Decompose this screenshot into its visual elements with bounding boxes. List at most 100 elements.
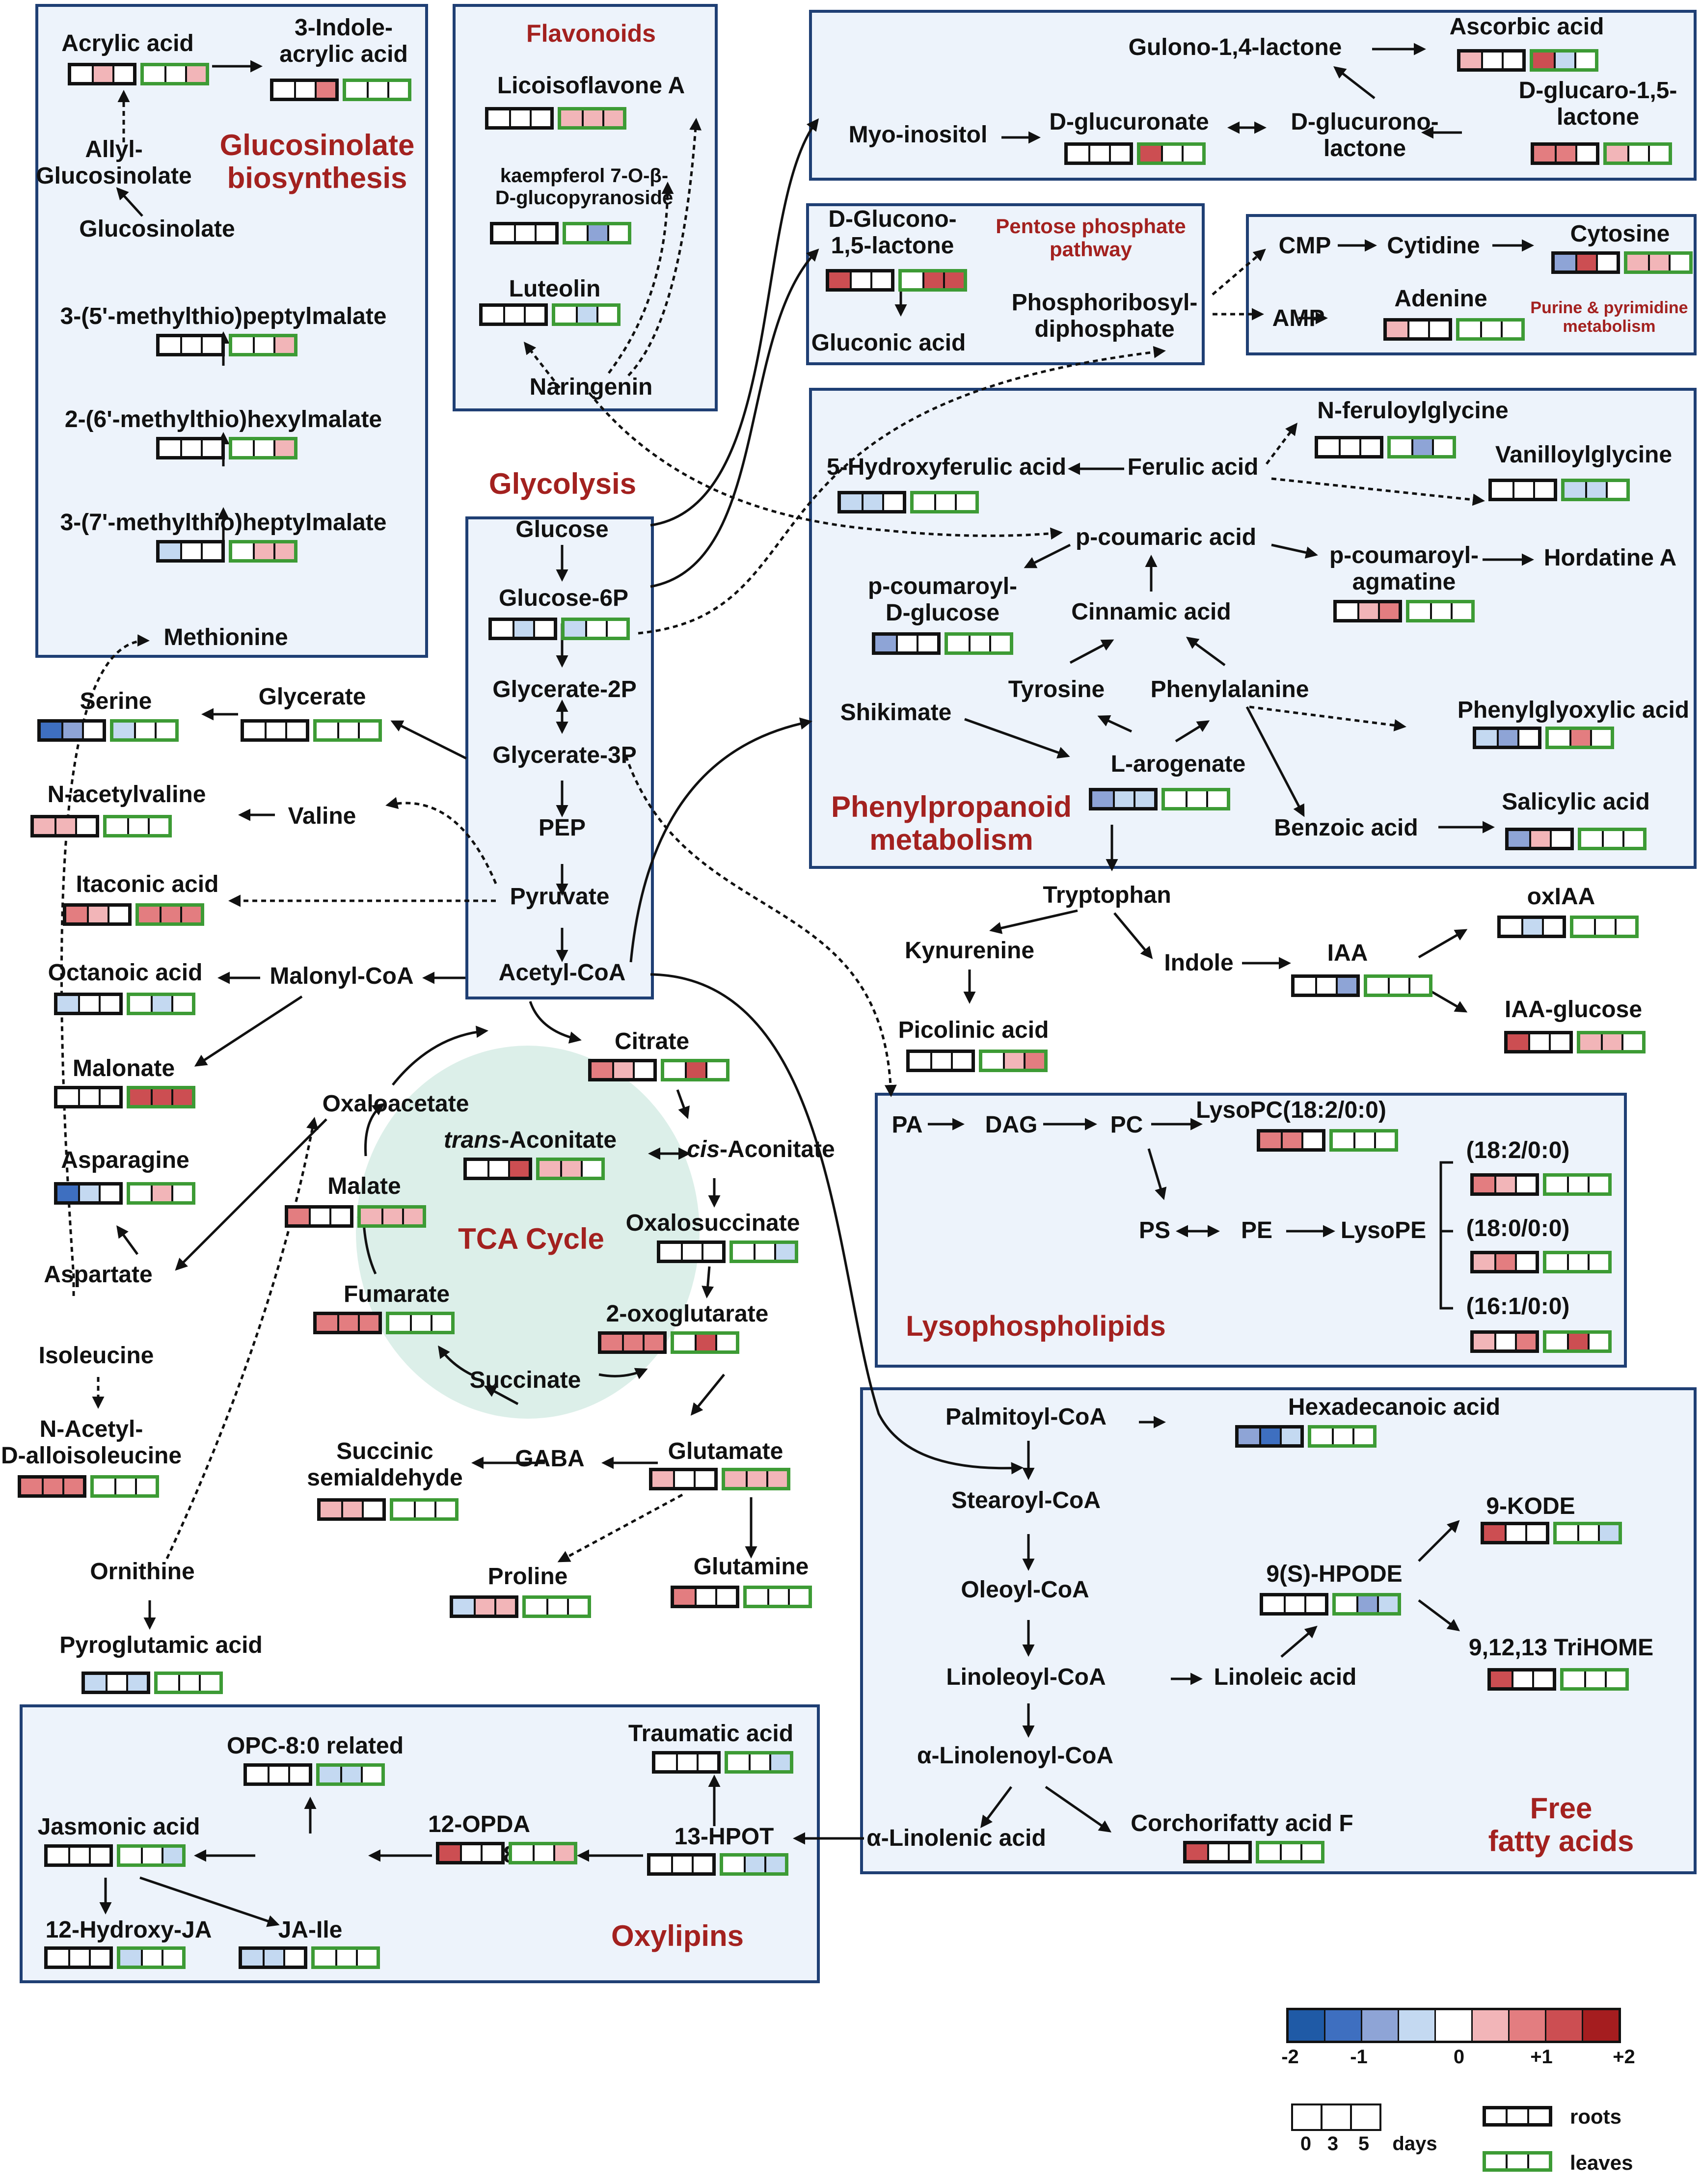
heatmap-cell xyxy=(870,272,891,288)
heatmap-roots xyxy=(652,1751,721,1774)
heatmap-cell xyxy=(139,907,160,922)
heatmap-cell xyxy=(244,723,265,738)
heatmap-cell xyxy=(660,1244,681,1260)
heatmap-leaves xyxy=(509,1842,577,1864)
metabolite-nacetylvaline: N-acetylvaline xyxy=(47,782,206,808)
heatmap-cell xyxy=(185,66,206,82)
heatmap-leaves xyxy=(563,222,631,244)
metabolite-glucose: Glucose xyxy=(515,516,609,542)
metabolite-acetylcoa: Acetyl-CoA xyxy=(498,960,626,986)
heatmap-cell xyxy=(526,1599,546,1615)
heatmap-roots xyxy=(44,1844,113,1867)
heatmap-cell xyxy=(341,1502,362,1517)
heatmap-indoleacrylic xyxy=(270,79,411,101)
heatmap-lpe180 xyxy=(1470,1251,1612,1273)
heatmap-roots xyxy=(1504,1031,1573,1053)
metabolite-succinate: Succinate xyxy=(469,1367,581,1393)
heatmap-cell xyxy=(1565,482,1585,498)
heatmap-hexylmalate xyxy=(156,437,297,459)
heatmap-cell xyxy=(78,1186,99,1201)
heatmap-cell xyxy=(232,440,253,456)
heatmap-licoisoflavone xyxy=(485,107,626,130)
heatmap-cell xyxy=(705,1062,726,1078)
heatmap-cell xyxy=(1567,1177,1588,1192)
metabolite-nferuloylglycine: N-feruloylglycine xyxy=(1317,398,1509,424)
heatmap-cell xyxy=(34,818,54,834)
metabolite-pyruvate: Pyruvate xyxy=(510,884,610,910)
heatmap-cell xyxy=(1494,1177,1515,1192)
heatmap-cell xyxy=(1621,1034,1642,1050)
heatmap-cell xyxy=(1315,978,1336,994)
heatmap-cell xyxy=(1388,978,1408,994)
metabolite-succsemi: Succinic semialdehyde xyxy=(307,1438,463,1491)
heatmap-roots xyxy=(243,1763,312,1786)
heatmap-cell xyxy=(367,82,387,98)
heatmap-cell xyxy=(1588,1177,1608,1192)
heatmap-cell xyxy=(492,621,513,637)
metabolite-corchorifatty: Corchorifatty acid F xyxy=(1131,1810,1353,1836)
heatmap-cell xyxy=(1068,146,1088,162)
heatmap-cell xyxy=(767,1589,788,1605)
heatmap-roots xyxy=(1470,1251,1539,1273)
heatmap-cell xyxy=(746,1471,766,1487)
heatmap-roots xyxy=(1235,1425,1304,1448)
metabolite-tryptophan: Tryptophan xyxy=(1043,882,1171,908)
heatmap-cell xyxy=(1546,1334,1567,1349)
metabolite-lysopc: LysoPC(18:2/0:0) xyxy=(1196,1097,1386,1123)
heatmap-cell xyxy=(151,1089,171,1105)
metabolite-kode: 9-KODE xyxy=(1486,1493,1575,1519)
metabolite-traumatic: Traumatic acid xyxy=(628,1721,794,1747)
panel-flavonoids xyxy=(453,4,718,411)
heatmap-cell xyxy=(733,1244,754,1260)
heatmap-cell xyxy=(1529,831,1550,847)
heatmap-cell xyxy=(1109,146,1130,162)
title-phenylpropanoid: Phenylpropanoid metabolism xyxy=(831,790,1072,857)
metabolite-cinnamic: Cinnamic acid xyxy=(1071,599,1231,625)
days-label: days xyxy=(1392,2133,1437,2155)
title-purine: Purine & pyrimidine metabolism xyxy=(1530,298,1688,336)
metabolite-linoleoylcoa: Linoleoyl-CoA xyxy=(946,1664,1106,1690)
heatmap-opda xyxy=(436,1842,577,1864)
heatmap-cell xyxy=(503,307,524,323)
title-glucosinolate: Glucosinolate biosynthesis xyxy=(219,129,415,195)
heatmap-cell xyxy=(533,621,554,637)
heatmap-cell xyxy=(483,307,503,323)
heatmap-cell xyxy=(1352,1429,1373,1444)
heatmap-cell xyxy=(1480,322,1501,337)
metabolite-palmitoylcoa: Palmitoyl-CoA xyxy=(945,1404,1107,1430)
heatmap-cell xyxy=(439,1845,460,1861)
heatmap-roots xyxy=(156,540,225,563)
heatmap-cell xyxy=(1564,1672,1584,1687)
metabolite-itaconic: Itaconic acid xyxy=(76,871,219,897)
heatmap-cell xyxy=(1588,1334,1608,1349)
days-key xyxy=(1291,2103,1381,2131)
heatmap-hpot xyxy=(647,1853,788,1876)
heatmap-cell xyxy=(1627,255,1648,270)
heatmap-cell xyxy=(1497,730,1517,746)
heatmap-cell xyxy=(1239,1429,1259,1444)
heatmap-leaves xyxy=(1137,142,1206,165)
heatmap-leaves xyxy=(117,1844,186,1867)
heatmap-cell xyxy=(1546,1254,1567,1270)
heatmap-cell xyxy=(1182,146,1202,162)
heatmap-traumatic xyxy=(652,1751,793,1774)
heatmap-nferuloylglycine xyxy=(1315,436,1456,458)
heatmap-lpe161 xyxy=(1470,1330,1612,1353)
scale-swatch xyxy=(1289,2010,1324,2041)
heatmap-cell xyxy=(1580,1034,1601,1050)
heatmap-cell xyxy=(910,1053,930,1069)
heatmap-cell xyxy=(1003,1053,1024,1069)
heatmap-cell xyxy=(715,1335,736,1350)
heatmap-leaves xyxy=(1543,1330,1612,1353)
heatmap-leaves xyxy=(127,1086,195,1108)
heatmap-cell xyxy=(1581,831,1602,847)
heatmap-roots xyxy=(1505,828,1574,850)
heatmap-cell xyxy=(171,1186,192,1201)
heatmap-cell xyxy=(1336,1596,1356,1612)
heatmap-leaves xyxy=(720,1853,788,1876)
heatmap-cell xyxy=(601,1335,622,1350)
heatmap-cell xyxy=(1377,1596,1398,1612)
heatmap-cell xyxy=(78,996,99,1012)
tick-m1: -1 xyxy=(1350,2046,1368,2068)
heatmap-ascorbic xyxy=(1457,49,1598,72)
